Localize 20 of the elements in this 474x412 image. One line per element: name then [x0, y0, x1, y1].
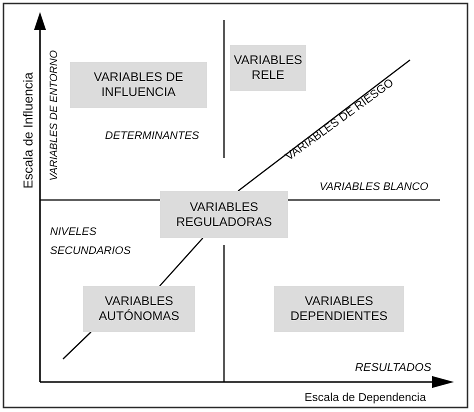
box-label: VARIABLES RELE — [232, 53, 304, 83]
variable-box — [274, 286, 404, 332]
box-label: VARIABLES DEPENDIENTES — [289, 294, 389, 324]
variable-box — [70, 62, 207, 108]
box-label: VARIABLES AUTÓNOMAS — [98, 294, 180, 324]
axis-annotation: RESULTADOS — [355, 362, 432, 374]
variable-box — [230, 45, 306, 91]
axis-title: Escala de Dependencia — [304, 392, 426, 404]
axis-title: Escala de Influencia — [22, 72, 35, 188]
variable-box — [160, 191, 288, 238]
box-label: VARIABLES DE INFLUENCIA — [92, 70, 184, 100]
diagonal-line — [238, 59, 410, 192]
quadrant-note: DETERMINANTES — [105, 130, 200, 142]
diagonal-line — [62, 332, 92, 360]
line-annotation: VARIABLES BLANCO — [320, 180, 428, 194]
variable-box — [83, 286, 195, 332]
box-label: VARIABLES REGULADORAS — [175, 200, 273, 230]
diagonal-line — [159, 238, 204, 286]
quadrant-note: NIVELES SECUNDARIOS — [50, 225, 132, 259]
axis-annotation: VARIABLES DE ENTORNO — [47, 50, 60, 180]
